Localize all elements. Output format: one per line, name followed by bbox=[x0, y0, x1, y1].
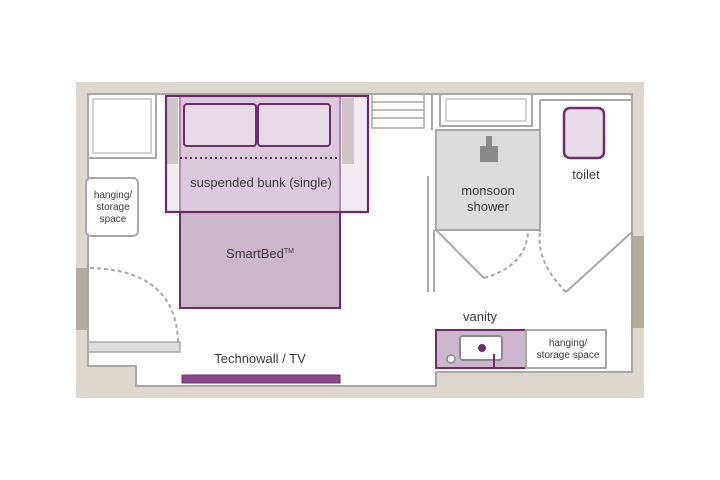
hanging-storage-left-label: hanging/ storage space bbox=[86, 190, 140, 226]
trademark-mark: TM bbox=[283, 248, 294, 255]
vanity-label: vanity bbox=[463, 309, 497, 324]
interior-outline bbox=[87, 93, 633, 387]
hanging-storage-right-label: hanging/ storage space bbox=[528, 338, 608, 362]
toilet-door bbox=[538, 231, 633, 293]
technowall-tv bbox=[181, 374, 341, 384]
hanging-storage-right bbox=[525, 329, 607, 369]
vanity-unit bbox=[435, 329, 527, 369]
hanging-right-line2: storage space bbox=[536, 350, 600, 361]
suspended-bunk bbox=[164, 94, 370, 214]
smartbed-text: SmartBed bbox=[226, 246, 284, 261]
smartbed-label: SmartBedTM bbox=[200, 246, 320, 262]
toilet-label: toilet bbox=[572, 167, 600, 182]
top-left-cupboard bbox=[87, 93, 157, 159]
right-wall-window bbox=[632, 236, 644, 328]
shower-label: monsoon shower bbox=[440, 183, 536, 215]
hanging-left-line1: hanging/ bbox=[93, 190, 133, 201]
entrance-door bbox=[87, 267, 181, 353]
shower-door bbox=[435, 229, 529, 279]
suspended-bunk-label: suspended bunk (single) bbox=[190, 175, 332, 190]
hanging-storage-left bbox=[85, 177, 139, 237]
shower-head-icon bbox=[480, 146, 498, 162]
toilet-fixture bbox=[562, 106, 606, 160]
hanging-left-line2: storage bbox=[96, 202, 130, 213]
shower-screen bbox=[427, 176, 435, 292]
monsoon-shower bbox=[435, 129, 541, 231]
top-middle-cupboard bbox=[439, 93, 533, 127]
shower-label-line2: shower bbox=[467, 199, 509, 214]
left-wall-window bbox=[76, 268, 88, 330]
shower-label-line1: monsoon bbox=[461, 183, 515, 198]
louvre-vent bbox=[371, 93, 425, 129]
technowall-label: Technowall / TV bbox=[214, 351, 306, 366]
hanging-left-line3: space bbox=[99, 214, 127, 225]
hanging-right-line1: hanging/ bbox=[548, 338, 588, 349]
